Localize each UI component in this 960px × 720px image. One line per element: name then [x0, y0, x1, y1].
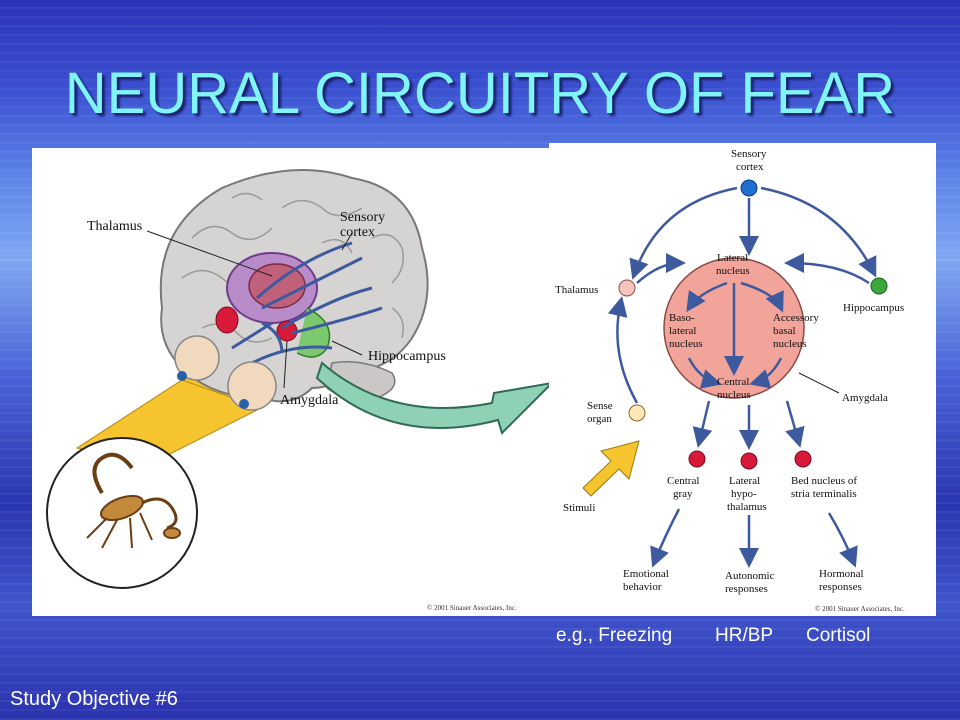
label-lateral-nucleus-2: nucleus — [716, 265, 750, 277]
amygdala-leader-line — [798, 372, 840, 394]
circuit-diagram: Sensory cortex Thalamus Hippocampus Sens… — [555, 148, 905, 613]
label-central-gray-2: gray — [673, 488, 693, 500]
caption-hrbp: HR/BP — [715, 625, 774, 646]
left-copyright: © 2001 Sinauer Associates, Inc. — [427, 604, 517, 612]
brain-pathway-arrows — [231, 241, 383, 365]
node-thalamus — [618, 279, 636, 297]
circuit-arrows — [607, 186, 877, 568]
label-lateral-hypo-1: Lateral — [729, 475, 760, 487]
stimuli-arrow — [582, 440, 640, 497]
label-emotional-1: Emotional — [623, 568, 669, 580]
brain-illustration: Thalamus Sensory cortex Hippocampus Amyg… — [46, 169, 555, 612]
label-bed-nucleus-2: stria terminalis — [791, 488, 857, 500]
label-sensory-cortex-2: cortex — [340, 225, 375, 240]
label-autonomic-2: responses — [725, 583, 768, 595]
label-autonomic-1: Autonomic — [725, 570, 775, 582]
slide-title: NEURAL CIRCUITRY OF FEAR — [64, 61, 896, 126]
label-stimuli: Stimuli — [563, 502, 595, 514]
label-sense-organ-2: organ — [587, 413, 612, 425]
amygdala-internal-arrows — [686, 281, 784, 389]
study-objective-label: Study Objective #6 — [10, 688, 178, 710]
label-hippocampus: Hippocampus — [368, 349, 446, 364]
node-sense-organ — [628, 404, 646, 422]
label-lateral-nucleus-1: Lateral — [717, 252, 748, 264]
label-amygdala: Amygdala — [842, 392, 888, 404]
label-central-1: Central — [717, 376, 749, 388]
node-sensory-cortex — [740, 179, 758, 197]
label-accessory-2: basal — [773, 325, 796, 337]
label-lateral-hypo-3: thalamus — [727, 501, 767, 513]
label-emotional-2: behavior — [623, 581, 662, 593]
label-leader-lines — [146, 230, 363, 389]
transition-arrow — [315, 361, 555, 435]
scorpion-icon — [86, 452, 181, 549]
label-hormonal-2: responses — [819, 581, 862, 593]
brain-illustration-panel: Thalamus Sensory cortex Hippocampus Amyg… — [32, 148, 555, 616]
node-hippocampus — [870, 277, 888, 295]
node-central-gray — [688, 450, 706, 468]
node-bed-nucleus — [794, 450, 812, 468]
label-central-gray-1: Central — [667, 475, 699, 487]
caption-cortisol: Cortisol — [806, 625, 871, 646]
eye-right — [227, 361, 277, 411]
eye-left-iris — [177, 371, 187, 381]
amygdala-region-left — [215, 306, 239, 334]
label-hormonal-1: Hormonal — [819, 568, 864, 580]
label-sensory-cortex-1: Sensory — [340, 210, 385, 225]
eye-right-iris — [239, 399, 249, 409]
label-thalamus: Thalamus — [87, 219, 142, 234]
label-lateral-hypo-2: hypo- — [731, 488, 757, 500]
eye-left — [174, 335, 220, 381]
label-sense-organ-1: Sense — [587, 400, 613, 412]
label-accessory-1: Accessory — [773, 312, 819, 324]
label-basolateral-2: lateral — [669, 325, 696, 337]
node-lateral-hypothalamus — [740, 452, 758, 470]
label-sensory-cortex-1: Sensory — [731, 148, 767, 160]
label-amygdala: Amygdala — [280, 393, 339, 408]
right-copyright: © 2001 Sinauer Associates, Inc. — [815, 605, 905, 613]
label-hippocampus: Hippocampus — [843, 302, 904, 314]
label-bed-nucleus-1: Bed nucleus of — [791, 475, 857, 487]
label-basolateral-3: nucleus — [669, 338, 703, 350]
caption-freezing: e.g., Freezing — [556, 625, 673, 646]
label-accessory-3: nucleus — [773, 338, 807, 350]
label-central-2: nucleus — [717, 389, 751, 401]
circuit-diagram-panel: Sensory cortex Thalamus Hippocampus Sens… — [549, 143, 936, 616]
label-thalamus: Thalamus — [555, 284, 598, 296]
label-basolateral-1: Baso- — [669, 312, 695, 324]
label-sensory-cortex-2: cortex — [736, 161, 764, 173]
